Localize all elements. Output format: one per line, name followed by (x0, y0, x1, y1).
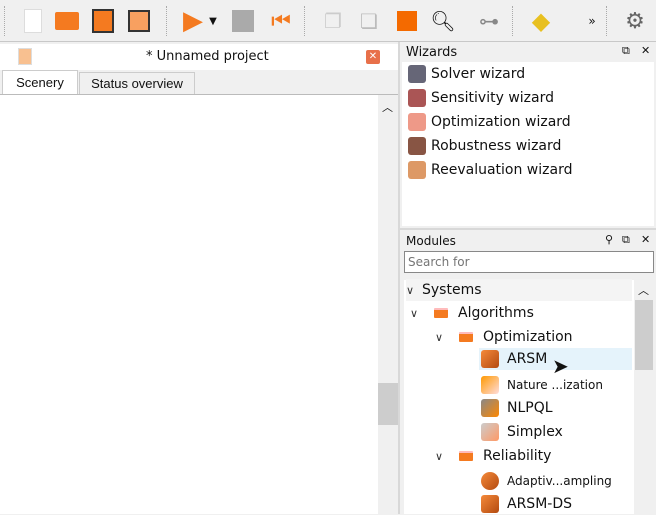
new-file-icon[interactable] (18, 6, 48, 36)
separator (304, 6, 306, 36)
arsm-icon (481, 350, 499, 368)
tree-item-arsm-ds[interactable]: ARSM-DS (481, 493, 572, 515)
label: Solver wizard (431, 66, 526, 82)
splitter[interactable] (398, 42, 400, 514)
reset-icon[interactable]: ⏮ (271, 8, 291, 34)
settings-wizard-icon[interactable]: ⚙ (625, 8, 645, 34)
mouse-cursor-icon: ➤ (552, 354, 569, 378)
label: Reevaluation wizard (431, 162, 573, 178)
project-tabs: Scenery Status overview (0, 70, 398, 94)
tree-item-arsm[interactable]: ARSM (479, 348, 632, 370)
stop-icon[interactable] (228, 6, 258, 36)
float-icon[interactable]: ⧉ (622, 233, 630, 246)
optimization-wizard[interactable]: Optimization wizard (408, 111, 571, 133)
robustness-wizard-icon (408, 137, 426, 155)
folder-icon (459, 451, 473, 461)
label: Reliability (483, 448, 552, 464)
project-icon (18, 48, 32, 65)
tree-item-algorithms[interactable]: ∨ Algorithms (410, 302, 534, 324)
tree-item-simplex[interactable]: Simplex (481, 421, 563, 443)
chevron-down-icon[interactable]: ∨ (435, 330, 444, 344)
label: ARSM (507, 351, 548, 367)
tree-item-nlpql[interactable]: NLPQL (481, 397, 553, 419)
chevron-down-icon[interactable]: ∨ (435, 449, 444, 463)
arsm-ds-icon (481, 495, 499, 513)
robustness-wizard[interactable]: Robustness wizard (408, 135, 561, 157)
tree-item-adaptive-sampling[interactable]: Adaptiv...ampling (481, 470, 612, 492)
scrollbar-thumb[interactable] (635, 300, 653, 370)
optimization-wizard-icon (408, 113, 426, 131)
simplex-icon (481, 423, 499, 441)
run-icon[interactable]: ▶ (183, 6, 203, 36)
project-title: * Unnamed project (146, 49, 269, 64)
toolbar: ▶ ▼ ⏮ ❐ ❏ 🔍︎ ⊶ ◆ » ⚙ (0, 0, 656, 42)
separator (606, 6, 608, 36)
tab-status-overview[interactable]: Status overview (79, 72, 195, 94)
save-as-icon[interactable] (124, 6, 154, 36)
module-search-input[interactable] (404, 251, 654, 273)
close-icon[interactable]: ✕ (641, 233, 651, 246)
reevaluation-wizard-icon (408, 161, 426, 179)
tree-item-optimization[interactable]: ∨ Optimization (435, 326, 573, 348)
chevron-down-icon[interactable]: ∨ (406, 283, 415, 297)
wizards-title: Wizards (406, 45, 458, 60)
reevaluation-wizard[interactable]: Reevaluation wizard (408, 159, 572, 181)
scroll-up-icon[interactable]: ︿ (638, 284, 649, 297)
scrollbar-thumb[interactable] (378, 383, 398, 425)
toolbar-grip[interactable] (4, 6, 6, 36)
sensitivity-wizard[interactable]: Sensitivity wizard (408, 87, 554, 109)
label: Nature ...ization (507, 378, 603, 392)
modules-tree (404, 280, 654, 514)
modules-scrollbar[interactable]: ︿ (634, 280, 654, 514)
tree-item-systems[interactable]: ∨ Systems (406, 279, 632, 301)
run-dropdown-icon[interactable]: ▼ (209, 15, 217, 27)
folder-icon (434, 308, 448, 318)
separator (512, 6, 514, 36)
search-icon[interactable]: ⚲ (605, 233, 614, 246)
nlpql-icon (481, 399, 499, 417)
copy-icon[interactable]: ❐ (324, 9, 342, 33)
label: ARSM-DS (507, 496, 572, 512)
label: Sensitivity wizard (431, 90, 554, 106)
zoom-icon[interactable]: 🔍︎ (430, 9, 456, 33)
more-icon[interactable]: » (588, 14, 596, 28)
project-title-bar: * Unnamed project ✕ (0, 44, 398, 70)
label: Adaptiv...ampling (507, 474, 612, 488)
nature-optimization-icon (481, 376, 499, 394)
float-icon[interactable]: ⧉ (622, 44, 630, 57)
tree-item-reliability[interactable]: ∨ Reliability (435, 445, 551, 467)
connect-icon[interactable]: ⊶ (479, 9, 499, 33)
sensitivity-wizard-icon (408, 89, 426, 107)
label: Simplex (507, 424, 563, 440)
label: Systems (422, 282, 482, 298)
solver-wizard[interactable]: Solver wizard (408, 63, 525, 85)
scenery-scrollbar[interactable]: ︿ (378, 95, 398, 515)
label: Optimization wizard (431, 114, 571, 130)
label: Optimization (483, 329, 573, 345)
scroll-up-icon[interactable]: ︿ (382, 101, 393, 114)
scenery-canvas[interactable]: ︿ (0, 94, 398, 515)
select-icon[interactable] (392, 6, 422, 36)
close-icon[interactable]: ✕ (641, 44, 651, 57)
label: Algorithms (458, 305, 534, 321)
solver-wizard-icon (408, 65, 426, 83)
chevron-down-icon[interactable]: ∨ (410, 306, 419, 320)
close-project-icon[interactable]: ✕ (366, 50, 380, 64)
save-icon[interactable] (88, 6, 118, 36)
tab-scenery[interactable]: Scenery (2, 70, 78, 94)
paste-icon[interactable]: ❏ (360, 9, 378, 33)
separator (166, 6, 168, 36)
adaptive-sampling-icon (481, 472, 499, 490)
splitter[interactable] (400, 228, 656, 230)
open-folder-icon[interactable] (52, 6, 82, 36)
modules-title: Modules (406, 234, 456, 248)
folder-icon (459, 332, 473, 342)
label: Robustness wizard (431, 138, 562, 154)
layers-icon[interactable]: ◆ (531, 7, 551, 35)
wizards-list (402, 62, 654, 226)
label: NLPQL (507, 400, 553, 416)
tree-item-nature-optimization[interactable]: Nature ...ization (481, 374, 603, 396)
